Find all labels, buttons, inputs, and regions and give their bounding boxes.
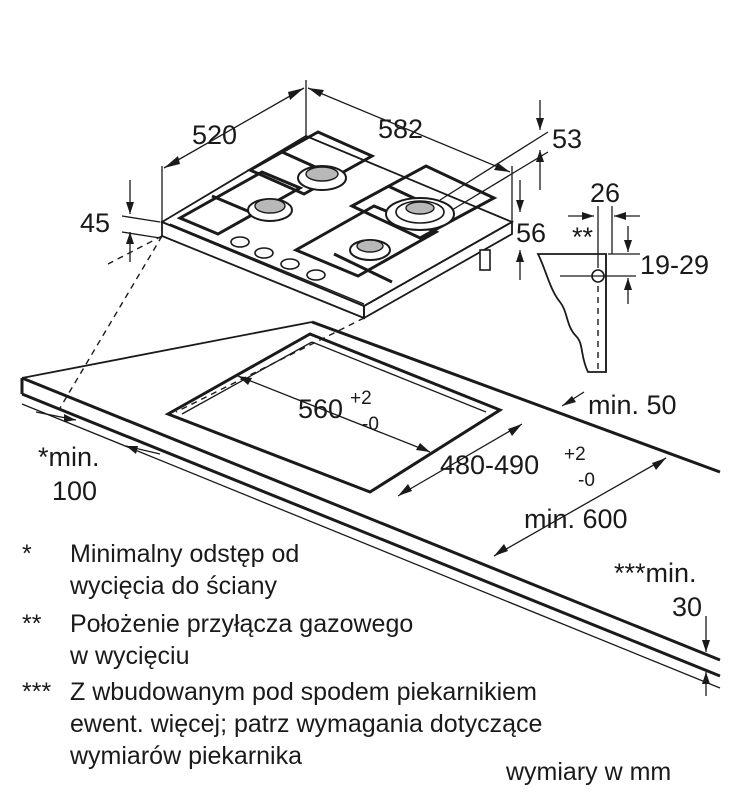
- cutout-outline: [164, 332, 504, 494]
- note-3-line-2: ewent. więcej; patrz wymagania dotyczące: [70, 710, 542, 738]
- note-2-line-2: w wycięciu: [69, 642, 189, 670]
- gas-marker: **: [572, 222, 594, 252]
- dim-480-490-tol-minus: -0: [578, 470, 595, 491]
- dim-520: 520: [192, 120, 237, 150]
- grate-front-right: [292, 204, 440, 278]
- dim-53: 53: [552, 124, 582, 154]
- grate-rear-right: [348, 164, 498, 240]
- dim-oven-min-value: 30: [672, 592, 702, 622]
- dim-560-tol-plus: +2: [350, 388, 372, 409]
- dim-min-600: min. 600: [524, 504, 628, 534]
- grate-front-left: [176, 170, 304, 236]
- dim-480-490-tol-plus: +2: [564, 444, 586, 465]
- control-knobs: [230, 236, 326, 281]
- dim-480-490: 480-490: [440, 450, 539, 480]
- footnotes: * Minimalny odstęp od wycięcia do ściany…: [22, 540, 542, 770]
- hob-drawing: [160, 130, 515, 320]
- dim-56: 56: [516, 218, 546, 248]
- dim-wall-min-label: *min.: [38, 442, 100, 472]
- note-2-line-1: Położenie przyłącza gazowego: [70, 610, 413, 638]
- dim-min-50: min. 50: [588, 390, 677, 420]
- cutout-dimensions: [35, 375, 710, 696]
- note-1-marker: *: [22, 540, 32, 568]
- burner-front-right: [349, 239, 391, 261]
- dim-582: 582: [378, 114, 423, 144]
- dim-26: 26: [590, 178, 620, 208]
- burner-wok: [385, 197, 455, 231]
- note-3-marker: ***: [22, 678, 51, 706]
- note-1-line-1: Minimalny odstęp od: [70, 540, 299, 568]
- burner-rear-left: [297, 165, 347, 191]
- grate-rear-left: [246, 130, 376, 196]
- dim-wall-min-value: 100: [52, 476, 97, 506]
- note-3-line-3: wymiarów piekarnika: [69, 742, 302, 770]
- dim-19-29: 19-29: [640, 250, 709, 280]
- hob-dimensions: [121, 80, 549, 280]
- note-3-line-1: Z wbudowanym pod spodem piekarnikiem: [70, 678, 537, 706]
- units-note: wymiary w mm: [505, 758, 671, 786]
- burner-front-left: [247, 198, 293, 222]
- note-2-marker: **: [22, 610, 42, 638]
- dim-45: 45: [80, 208, 110, 238]
- dim-oven-min-label: ***min.: [614, 558, 697, 588]
- dim-560-tol-minus: -0: [362, 414, 379, 435]
- gas-connection-detail: [536, 206, 640, 373]
- dim-560: 560: [298, 394, 343, 424]
- note-1-line-2: wycięcia do ściany: [69, 572, 278, 600]
